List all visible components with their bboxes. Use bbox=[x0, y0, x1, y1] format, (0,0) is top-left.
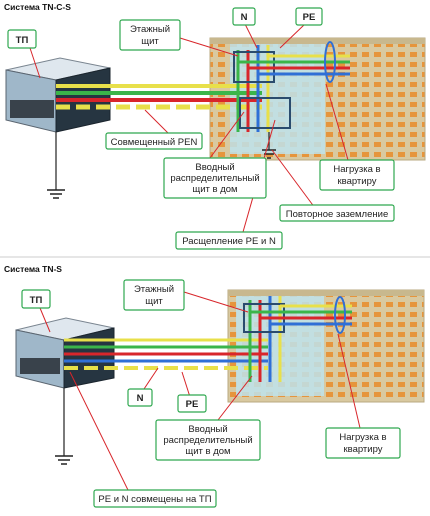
bottom-label-n: N bbox=[127, 388, 153, 407]
svg-text:PE и N совмещены на ТП: PE и N совмещены на ТП bbox=[98, 494, 211, 505]
top-leaders bbox=[29, 23, 349, 233]
bottom-label-floor-shield: Этажный щит bbox=[123, 279, 185, 311]
top-label-pe: PE bbox=[295, 7, 323, 26]
top-label-input-shield: Вводный распределительный щит в дом bbox=[163, 157, 267, 199]
bottom-label-tp: ТП bbox=[21, 289, 51, 309]
top-label-reground: Повторное заземление bbox=[279, 204, 395, 222]
bottom-substation bbox=[15, 317, 115, 389]
svg-text:щит: щит bbox=[141, 36, 159, 47]
svg-text:ТП: ТП bbox=[16, 35, 29, 46]
top-label-load: Нагрузка в квартиру bbox=[319, 159, 395, 191]
svg-text:Вводный: Вводный bbox=[195, 162, 234, 173]
top-title: Система TN-C-S bbox=[4, 2, 71, 12]
svg-text:Совмещенный PEN: Совмещенный PEN bbox=[111, 137, 198, 148]
bottom-label-combined: PE и N совмещены на ТП bbox=[93, 489, 217, 508]
svg-text:N: N bbox=[137, 393, 144, 404]
svg-text:ТП: ТП bbox=[30, 295, 43, 306]
bottom-title: Система TN-S bbox=[4, 264, 62, 274]
svg-text:квартиру: квартиру bbox=[337, 176, 376, 187]
top-ground-tp bbox=[47, 132, 65, 199]
svg-text:PE: PE bbox=[186, 399, 199, 410]
top-label-tp: ТП bbox=[7, 29, 37, 49]
svg-text:Повторное заземление: Повторное заземление bbox=[286, 209, 388, 220]
bottom-ground-tp bbox=[55, 388, 73, 465]
svg-text:квартиру: квартиру bbox=[343, 444, 382, 455]
bottom-label-pe: PE bbox=[177, 394, 207, 413]
svg-text:PE: PE bbox=[303, 12, 316, 23]
top-label-n: N bbox=[232, 7, 256, 26]
bottom-label-input-shield: Вводный распределительный щит в дом bbox=[155, 419, 261, 461]
bottom-power-lines bbox=[64, 296, 352, 382]
top-label-floor-shield: Этажный щит bbox=[119, 19, 181, 51]
svg-text:N: N bbox=[241, 12, 248, 23]
svg-text:Нагрузка в: Нагрузка в bbox=[333, 164, 380, 175]
top-label-split: Расщепление PE и N bbox=[175, 231, 283, 250]
bottom-label-load: Нагрузка в квартиру bbox=[325, 427, 401, 459]
svg-text:щит в дом: щит в дом bbox=[185, 446, 230, 457]
svg-text:Нагрузка в: Нагрузка в bbox=[339, 432, 386, 443]
svg-text:распределительный: распределительный bbox=[170, 173, 259, 184]
top-power-lines bbox=[56, 41, 350, 132]
svg-text:щит: щит bbox=[145, 296, 163, 307]
svg-text:Этажный: Этажный bbox=[134, 284, 174, 295]
svg-text:распределительный: распределительный bbox=[163, 435, 252, 446]
top-label-pen: Совмещенный PEN bbox=[105, 132, 203, 150]
svg-text:Вводный: Вводный bbox=[188, 424, 227, 435]
svg-text:щит в дом: щит в дом bbox=[192, 184, 237, 195]
svg-text:Этажный: Этажный bbox=[130, 24, 170, 35]
svg-text:Расщепление PE и N: Расщепление PE и N bbox=[182, 236, 276, 247]
